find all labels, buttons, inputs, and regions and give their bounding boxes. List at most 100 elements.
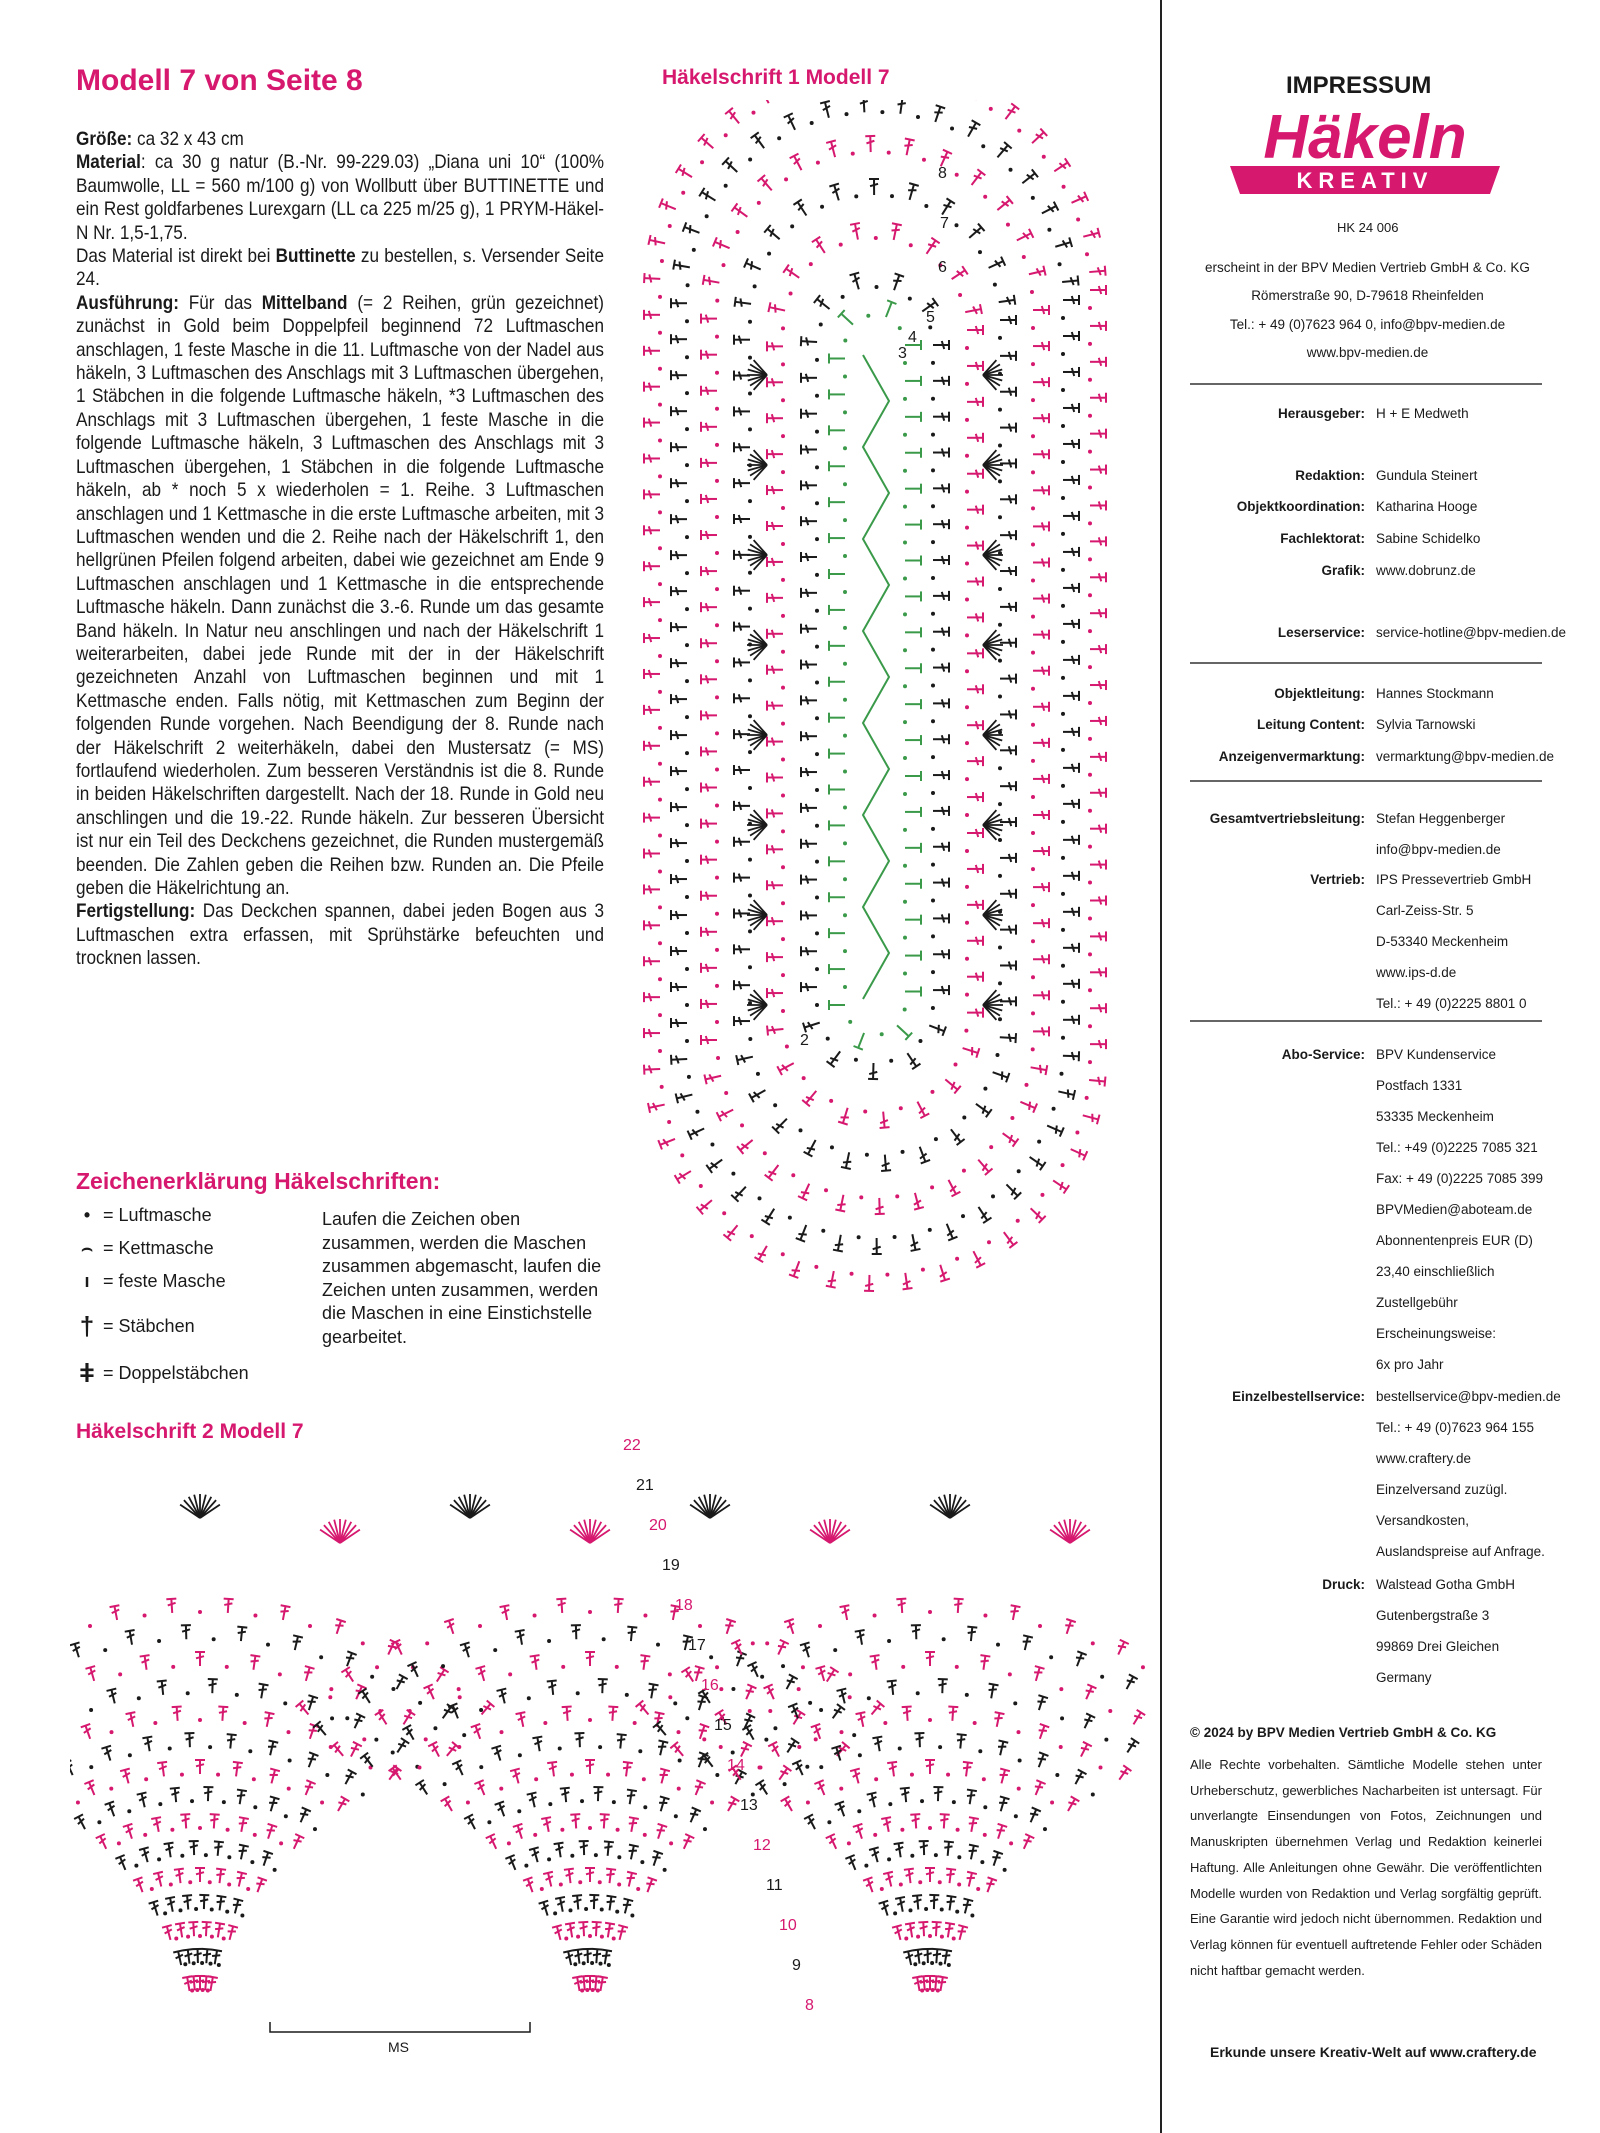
dc-stitch	[657, 1769, 670, 1785]
dc-stitch	[139, 1847, 152, 1863]
chain-dot	[598, 1745, 602, 1749]
impressum-value[interactable]: info@bpv-medien.de	[1376, 842, 1501, 857]
chain-dot	[785, 1045, 789, 1049]
chain-dot	[715, 731, 719, 735]
dc-stitch	[701, 891, 717, 901]
chain-dot	[1088, 593, 1092, 597]
chain-dot	[1042, 155, 1046, 159]
chain-dot	[910, 1773, 914, 1777]
dc-stitch	[989, 1851, 1003, 1867]
dc-stitch	[172, 1706, 183, 1721]
chain-dot	[1031, 506, 1035, 510]
dc-stitch	[892, 1925, 905, 1941]
dc-stitch	[1033, 702, 1049, 712]
dc-stitch	[444, 1619, 458, 1635]
chain-dot	[810, 121, 814, 125]
chain-dot	[924, 1907, 928, 1911]
dc-stitch	[223, 1599, 234, 1614]
impressum-value: Sabine Schidelko	[1376, 531, 1480, 546]
chain-dot	[685, 1716, 689, 1720]
chain-dot	[715, 948, 719, 952]
chain-dot	[585, 1988, 589, 1992]
chain-dot	[903, 936, 907, 940]
sc-stitch	[905, 627, 921, 637]
chain-dot	[1088, 306, 1092, 310]
chain-dot	[1088, 378, 1092, 382]
chain-dot	[931, 755, 935, 759]
dc-stitch	[737, 1136, 756, 1154]
chain-dot	[965, 777, 969, 781]
dc-stitch	[393, 1738, 409, 1755]
dc-stitch	[1090, 536, 1106, 546]
impressum-value[interactable]: BPVMedien@aboteam.de	[1376, 1202, 1532, 1217]
impressum-value[interactable]: www.ips-d.de	[1376, 965, 1456, 980]
dc-stitch	[931, 105, 946, 123]
chain-dot	[1062, 185, 1066, 189]
dc-stitch	[1000, 889, 1016, 899]
chain-dot	[898, 1747, 902, 1751]
chain-dot	[1099, 1765, 1103, 1769]
chain-dot	[1061, 964, 1065, 968]
chain-dot	[685, 463, 689, 467]
dc-stitch	[703, 275, 720, 288]
chain-dot	[982, 1777, 986, 1781]
impressum-value[interactable]: service-hotline@bpv-medien.de	[1376, 625, 1566, 640]
dc-stitch	[1033, 341, 1049, 351]
dc-stitch	[1090, 860, 1106, 870]
impressum-value[interactable]: www.dobrunz.de	[1376, 563, 1476, 578]
dc-stitch	[644, 992, 660, 1002]
dc-stitch	[644, 884, 660, 894]
chain-dot	[965, 562, 969, 566]
impressum-label: Redaktion:	[1295, 468, 1365, 483]
impressum-value[interactable]: bestellservice@bpv-medien.de	[1376, 1389, 1561, 1404]
sc-stitch	[905, 520, 921, 530]
impressum-value: Katharina Hooge	[1376, 499, 1477, 514]
chain-dot	[284, 1814, 288, 1818]
sc-stitch	[905, 915, 921, 925]
chain-dot	[903, 1007, 907, 1011]
chain-dot	[658, 798, 662, 802]
dc-stitch	[225, 1734, 236, 1749]
chain-dot	[809, 262, 813, 266]
dc-stitch	[872, 1737, 884, 1752]
chain-dot	[88, 1624, 92, 1628]
impressum-value[interactable]: vermarktung@bpv-medien.de	[1376, 749, 1554, 764]
dc-stitch	[695, 1724, 709, 1741]
dc-stitch	[764, 1684, 779, 1701]
dc-stitch	[1033, 882, 1049, 892]
impressum-label: Abo-Service:	[1282, 1047, 1365, 1062]
dc-stitch	[1090, 285, 1106, 295]
dc-stitch	[732, 1651, 746, 1668]
chain-dot	[843, 339, 847, 343]
dc-stitch	[1033, 377, 1049, 387]
chain-dot	[781, 722, 785, 726]
chain-dot	[748, 571, 752, 575]
dc-stitch	[1000, 1032, 1017, 1043]
dc-stitch	[829, 184, 843, 202]
size-paragraph: Größe: ca 32 x 43 cm	[76, 128, 604, 151]
dc-stitch	[96, 1834, 111, 1851]
chart1-round	[734, 179, 1016, 1171]
dc-stitch	[671, 550, 687, 560]
chain-dot	[852, 1733, 856, 1737]
dc-stitch	[783, 265, 802, 282]
chain-dot	[998, 802, 1002, 806]
chain-dot	[1031, 196, 1035, 200]
dc-stitch	[823, 1667, 839, 1684]
dc-stitch	[207, 1679, 217, 1693]
dc-stitch	[1114, 1640, 1129, 1657]
chain-dot	[955, 1257, 959, 1261]
chart2-round	[912, 1976, 948, 1993]
dc-stitch	[919, 1841, 929, 1855]
dc-stitch	[648, 235, 666, 248]
chain-dot	[89, 1765, 93, 1769]
chain-dot	[983, 1805, 987, 1809]
impressum-value: Walstead Gotha GmbH	[1376, 1577, 1515, 1592]
chain-dot	[1088, 952, 1092, 956]
chain-dot	[685, 355, 689, 359]
dc-stitch	[1008, 1605, 1020, 1621]
impressum-value[interactable]: www.craftery.de	[1376, 1451, 1471, 1466]
dc-stitch	[742, 1684, 757, 1701]
chain-dot	[845, 112, 849, 116]
impressum-label: Herausgeber:	[1278, 406, 1365, 421]
